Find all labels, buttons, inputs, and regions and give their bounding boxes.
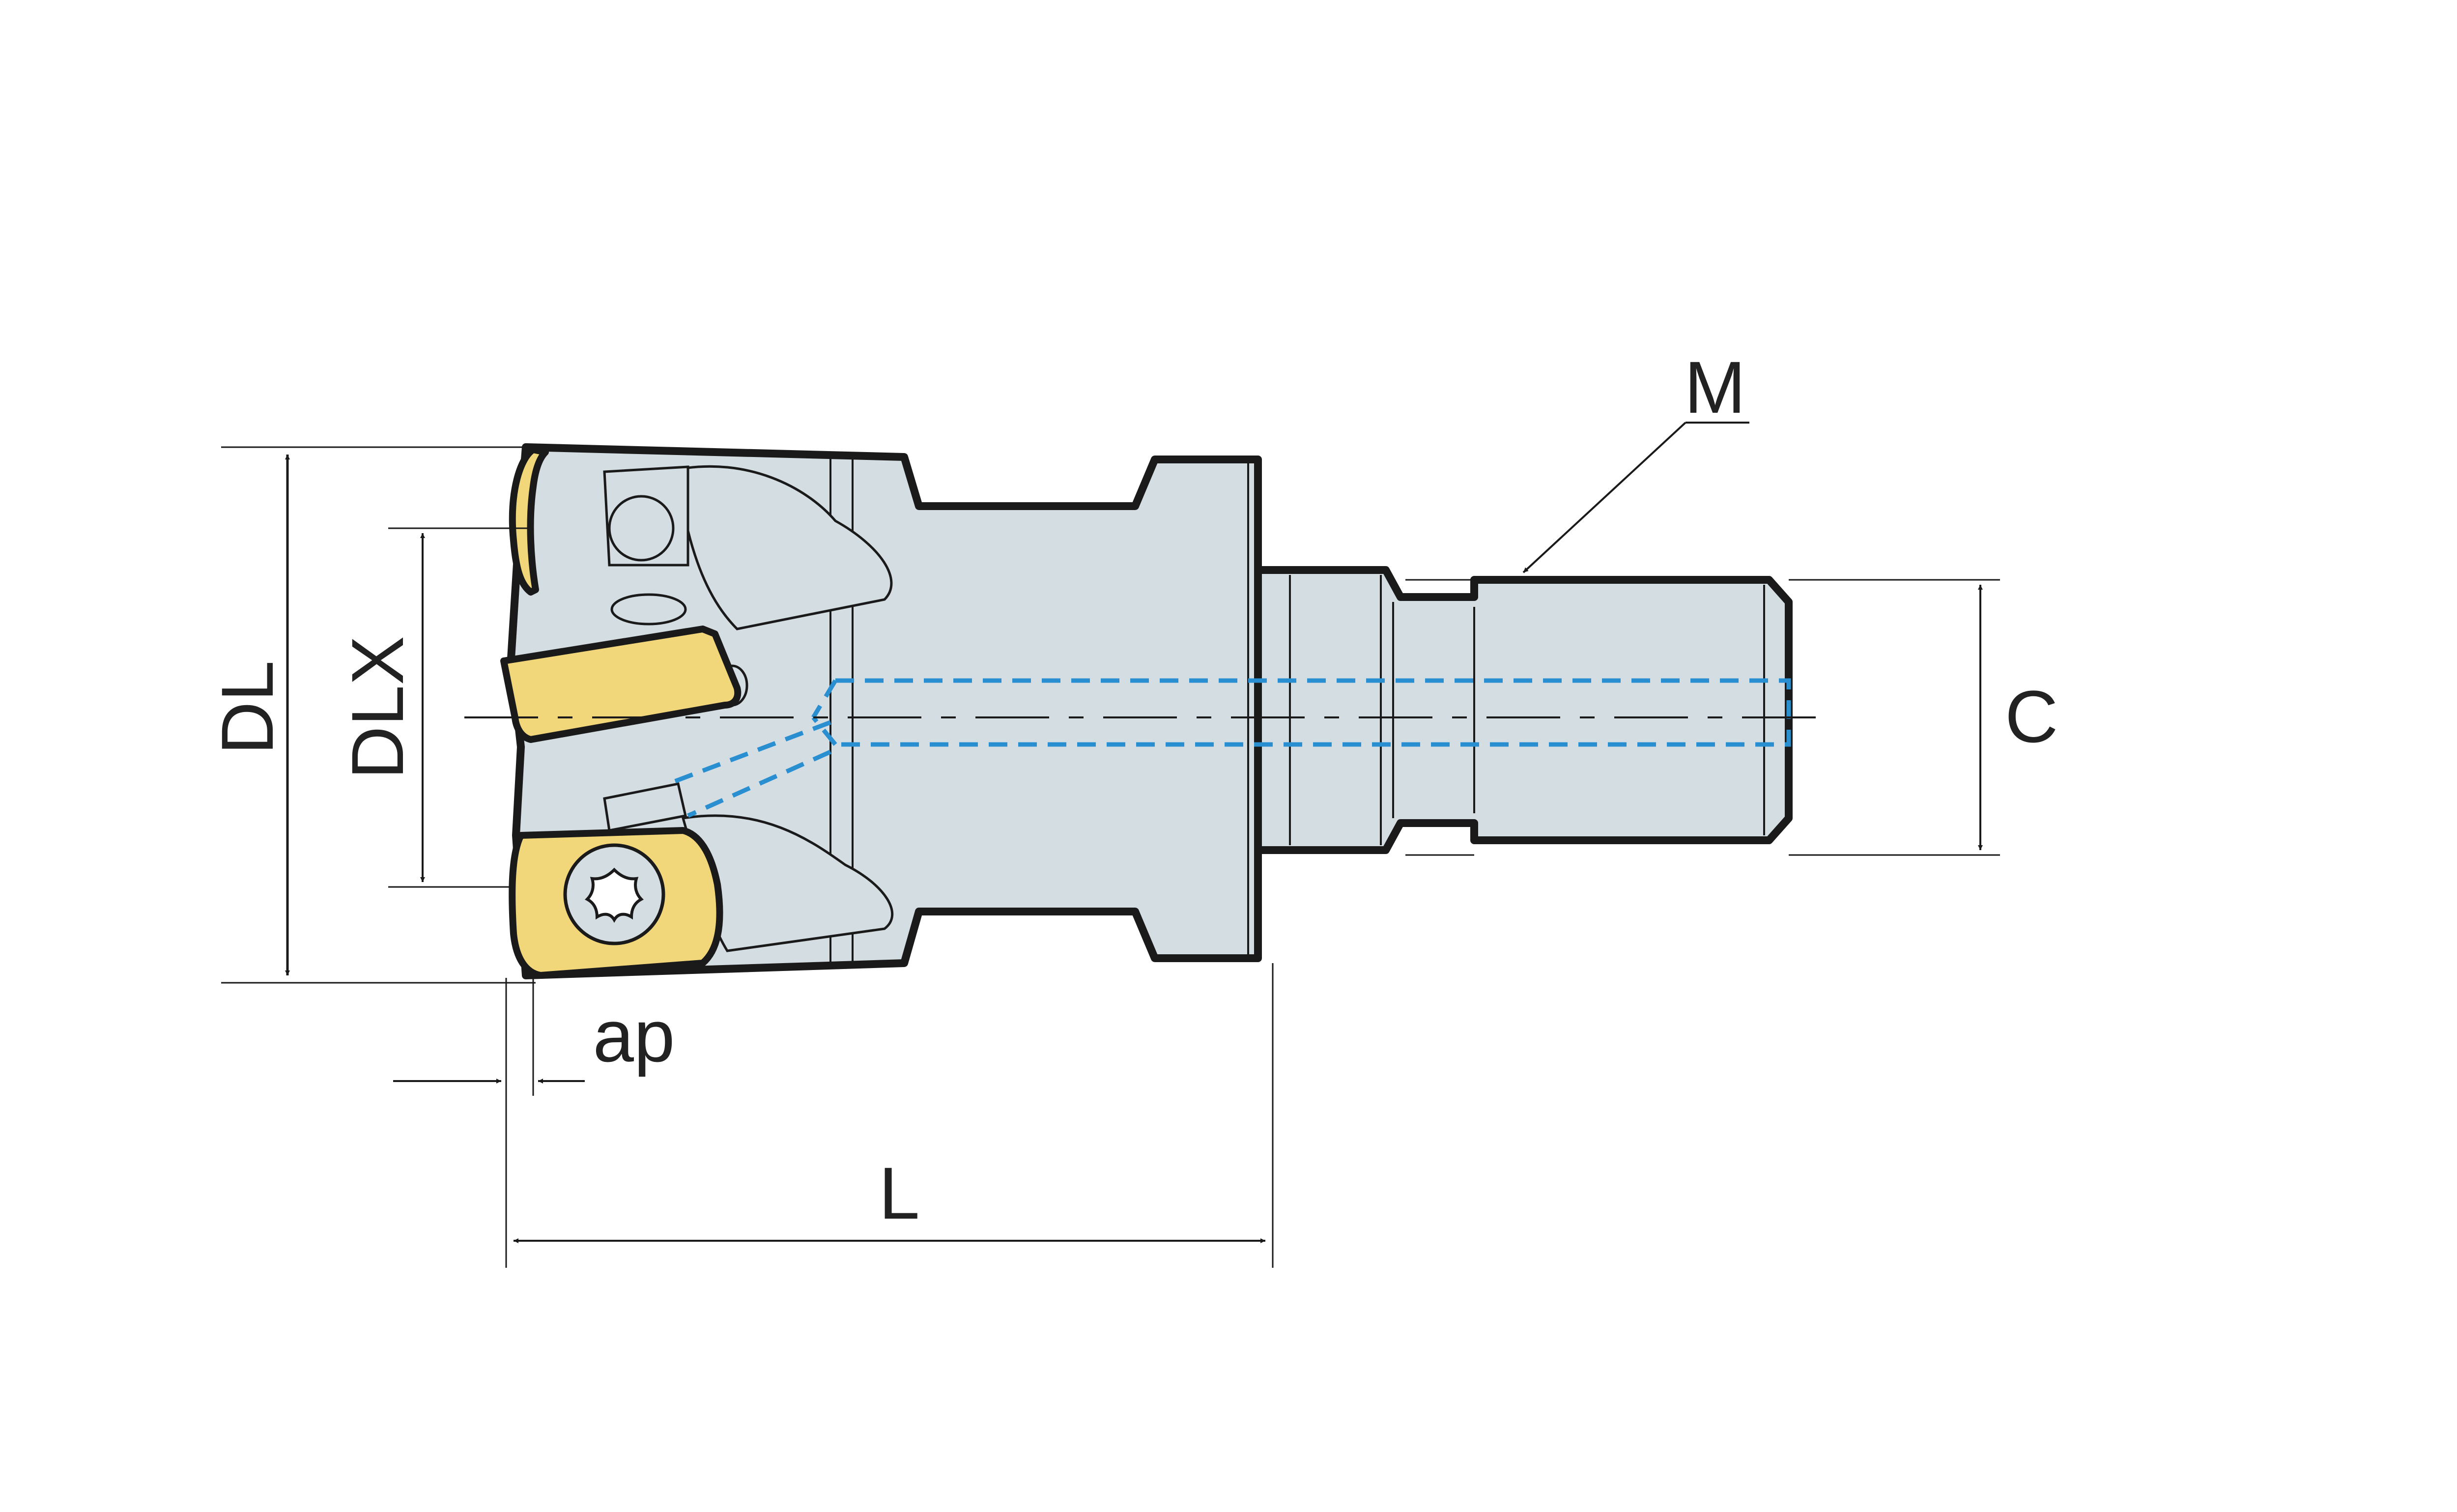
top-insert	[509, 446, 549, 596]
upper-chip-pocket	[677, 465, 893, 630]
coolant-bore	[835, 678, 1791, 747]
label-thread: M	[1685, 346, 1746, 428]
extension-lines	[221, 446, 2000, 1268]
coolant-branch-2	[687, 749, 831, 818]
label-neck-diameter: C	[2005, 675, 2058, 758]
coolant-bore-tip-top	[811, 679, 837, 719]
inserts	[500, 446, 742, 979]
dimension-lines	[285, 422, 1983, 1243]
label-insert-circle-diameter: DLX	[336, 636, 419, 779]
lower-clamp	[603, 782, 687, 832]
leader-m	[1522, 422, 1686, 573]
label-length: L	[879, 1152, 919, 1234]
upper-flute-detail	[610, 593, 687, 626]
coolant-bore-tip-bottom	[811, 716, 837, 746]
label-outer-diameter: DL	[206, 660, 288, 755]
middle-insert	[500, 626, 742, 743]
shank	[1254, 566, 1793, 854]
torx-recess-icon	[585, 867, 644, 923]
clamp-screw	[608, 495, 675, 562]
coolant-channels	[667, 678, 1791, 818]
label-depth-of-cut: ap	[593, 995, 675, 1077]
